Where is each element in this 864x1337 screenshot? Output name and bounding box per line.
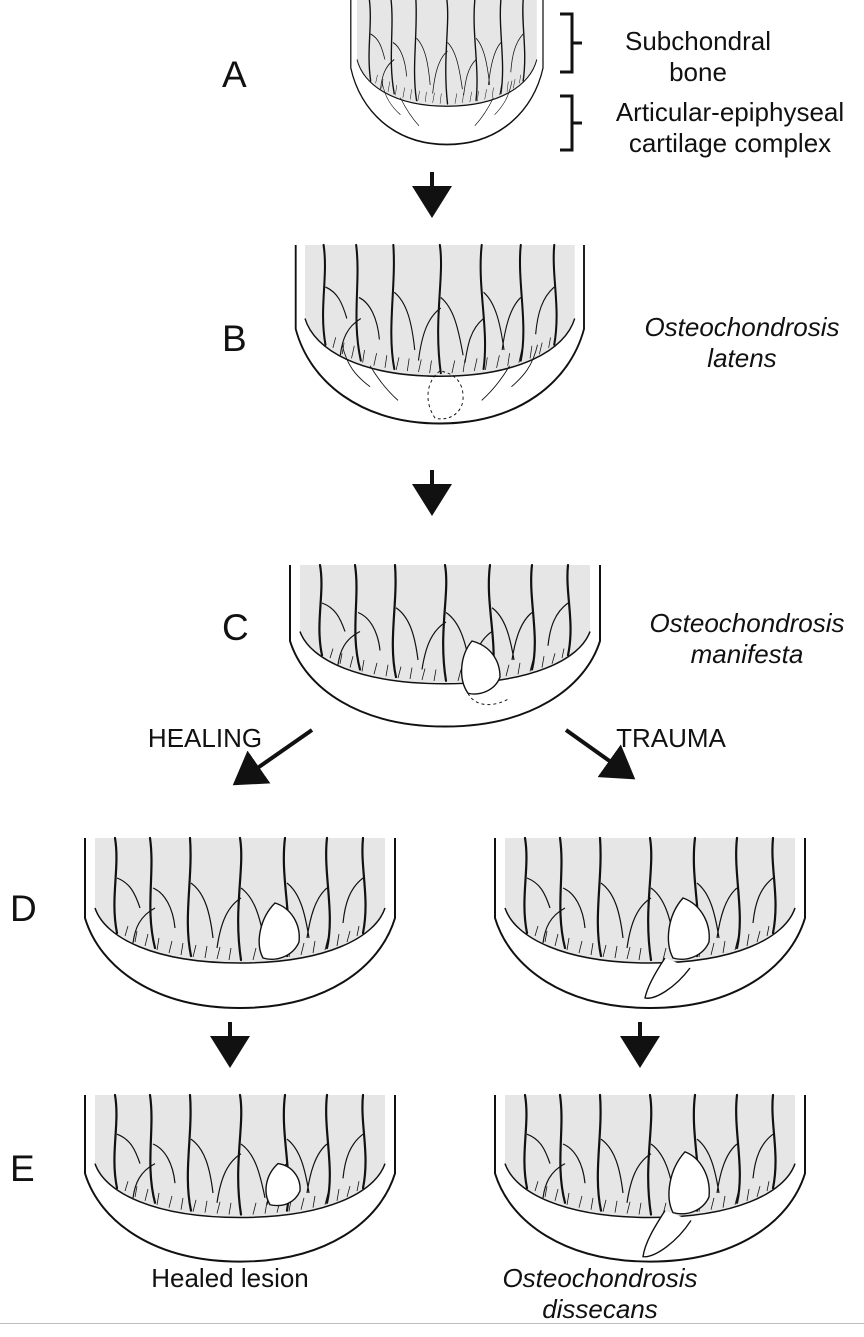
osteochondrosis-latens-caption: Osteochondrosis latens (632, 312, 852, 374)
subchondral-line2: bone (618, 57, 778, 88)
dissecans-line1: Osteochondrosis (480, 1263, 720, 1294)
osteochondrosis-dissecans-caption: Osteochondrosis dissecans (480, 1263, 720, 1325)
healing-branch-label: HEALING (130, 723, 280, 754)
stage-b-joint-drawing (296, 245, 584, 424)
bottom-divider (0, 1323, 864, 1324)
stage-a-joint-drawing (351, 0, 543, 145)
cartilage-bracket (560, 96, 582, 150)
stage-a-label: A (222, 54, 247, 96)
cartilage-line2: cartilage complex (596, 128, 864, 159)
trauma-branch-label: TRAUMA (596, 723, 746, 754)
stage-c-joint-drawing (290, 565, 600, 727)
stage-d-healing-drawing (85, 838, 395, 1008)
manifesta-line2: manifesta (630, 639, 864, 670)
cartilage-complex-caption: Articular-epiphyseal cartilage complex (596, 97, 864, 159)
stage-c-label: C (222, 607, 249, 649)
dissecans-line2: dissecans (480, 1294, 720, 1325)
stage-d-label: D (10, 888, 37, 930)
stage-b-label: B (222, 318, 247, 360)
healed-lesion-caption: Healed lesion (120, 1263, 340, 1294)
osteochondrosis-manifesta-caption: Osteochondrosis manifesta (630, 608, 864, 670)
stage-e-dissecans-drawing (495, 1095, 805, 1262)
latens-line2: latens (632, 343, 852, 374)
stage-e-healed-drawing (85, 1095, 395, 1262)
latens-line1: Osteochondrosis (632, 312, 852, 343)
subchondral-line1: Subchondral (618, 26, 778, 57)
manifesta-line1: Osteochondrosis (630, 608, 864, 639)
stage-e-label: E (10, 1148, 35, 1190)
subchondral-bracket (560, 14, 582, 72)
stage-d-trauma-drawing (495, 838, 805, 1008)
cartilage-line1: Articular-epiphyseal (596, 97, 864, 128)
subchondral-bone-caption: Subchondral bone (618, 26, 778, 88)
